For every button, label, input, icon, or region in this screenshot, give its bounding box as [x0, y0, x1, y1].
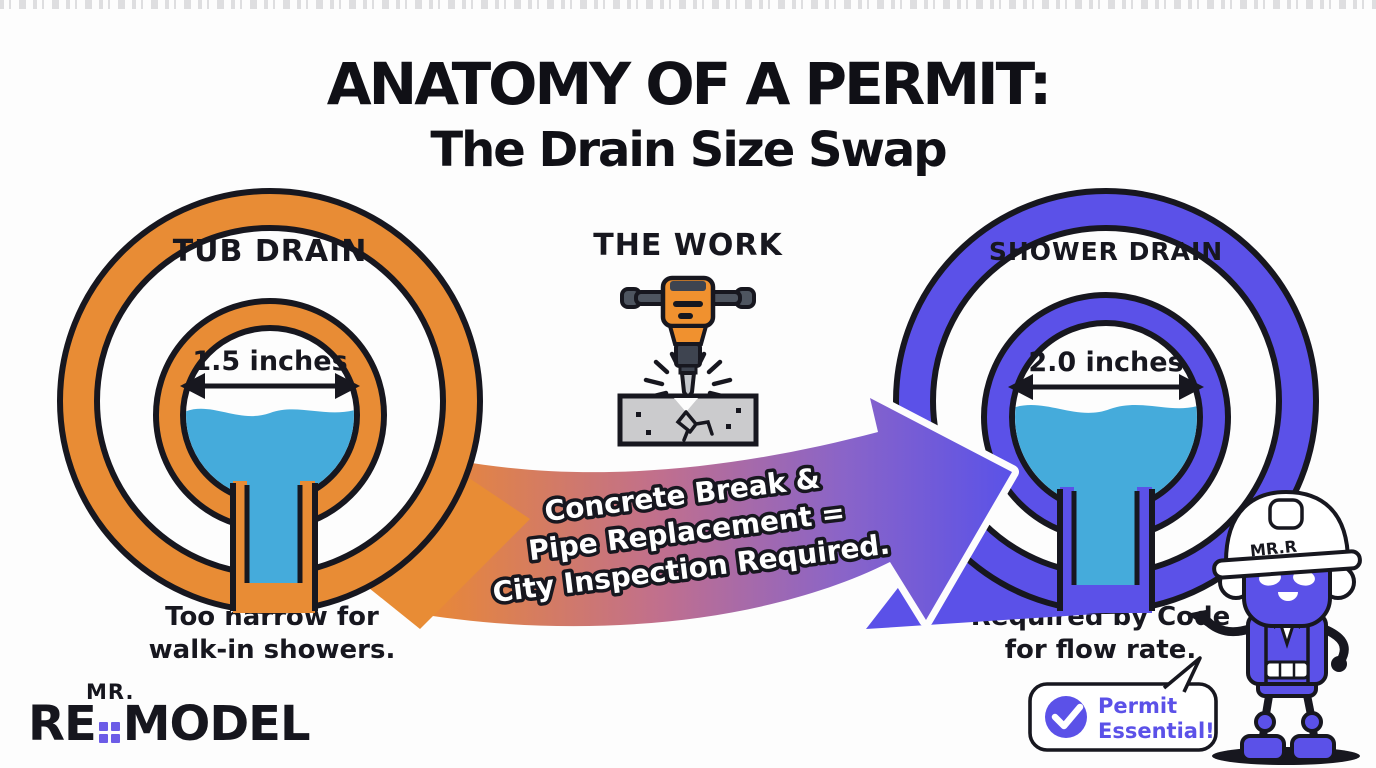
shower-drain-label: SHOWER DRAIN: [989, 237, 1223, 266]
tub-drain-diagram: TUB DRAIN 1.5 inches: [57, 188, 530, 629]
shower-pipe-wall-outline: [1057, 489, 1155, 611]
tub-diameter-arrow-icon: [180, 373, 360, 399]
tub-caption-line2: walk-in showers.: [148, 634, 396, 665]
tub-caption: Too narrow for walk-in showers.: [92, 601, 452, 666]
permit-essential-badge: Permit Essential!: [1028, 656, 1218, 752]
hard-hat-ridge: [1268, 498, 1304, 530]
shower-pipe-water-outline: [1071, 491, 1140, 585]
cropped-top-text-artifact: [0, 0, 1376, 9]
badge-text-line1: Permit: [1098, 694, 1177, 718]
work-section-label: THE WORK: [593, 228, 783, 263]
helmet-label: MR.R: [1249, 537, 1298, 561]
shower-pipe-water: [1074, 483, 1137, 585]
checkmark-icon: [1045, 696, 1087, 738]
brand-logo: MR. RE MODEL: [28, 680, 311, 752]
hard-hat-brim: [1212, 549, 1362, 580]
jackhammer-icon: [620, 275, 756, 401]
badge-text-line2: Essential!: [1098, 719, 1215, 743]
logo-wordmark: RE MODEL: [28, 696, 311, 752]
jackhammer-breaking-concrete-icon: [617, 275, 759, 447]
concrete-slab-icon: [617, 393, 759, 447]
logo-prefix: MR.: [86, 680, 135, 704]
main-title: ANATOMY OF A PERMIT:: [326, 50, 1052, 118]
robot-mascot: MR.R: [1186, 489, 1362, 765]
arrow-body: [408, 398, 1012, 627]
shower-caption-line2: for flow rate.: [1004, 634, 1197, 665]
mascot-mouth: [1278, 592, 1298, 601]
tub-water: [186, 407, 354, 499]
shower-diameter-arrow-icon: [1008, 374, 1204, 400]
tub-drain-label: TUB DRAIN: [173, 234, 368, 269]
shower-drain-diagram: SHOWER DRAIN 2.0 inches: [866, 188, 1319, 629]
tub-measurement-label: 1.5 inches: [192, 346, 347, 377]
mascot-head: MR.R: [1212, 489, 1362, 628]
tub-pipe-water: [247, 477, 300, 583]
subtitle: The Drain Size Swap: [430, 122, 947, 178]
logo-part1: RE: [28, 696, 97, 752]
logo-window-grid-icon: [98, 722, 120, 743]
badge-bubble-tail: [1162, 656, 1202, 693]
tub-pipe-water-outline: [244, 485, 303, 583]
mascot-torso: [1246, 612, 1328, 686]
checkmark-glyph: [1051, 703, 1084, 730]
shower-water: [1015, 403, 1197, 508]
transition-arrow: Concrete Break & Pipe Replacement = City…: [408, 392, 1019, 627]
tub-pipe-wall-outline: [230, 483, 318, 611]
shower-measurement-label: 2.0 inches: [1028, 347, 1183, 378]
mascot-eye-right: [1293, 570, 1315, 586]
logo-part2: MODEL: [122, 696, 311, 752]
